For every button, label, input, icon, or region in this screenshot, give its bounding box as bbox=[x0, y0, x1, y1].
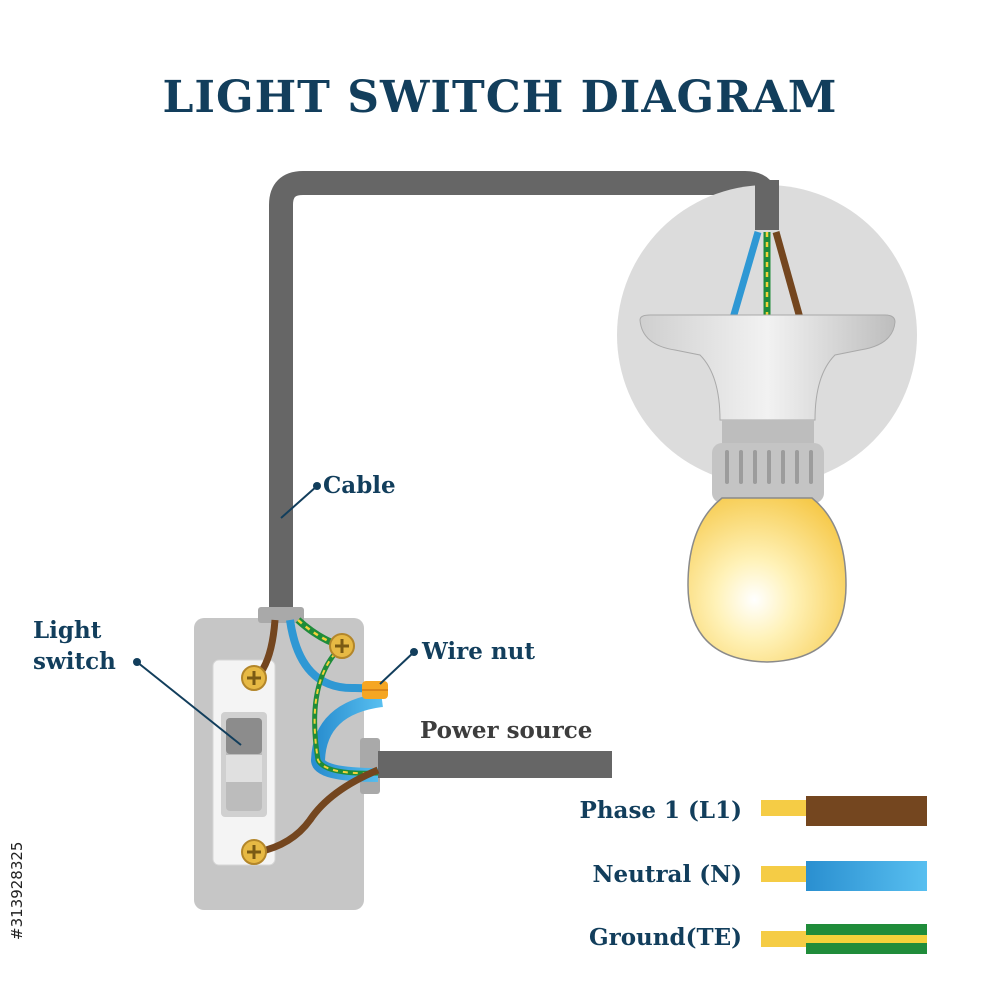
power-source-label: Power source bbox=[420, 717, 593, 744]
bulb-base bbox=[712, 443, 824, 503]
green-yellow-wire-icon bbox=[761, 924, 927, 954]
brown-wire-icon bbox=[761, 796, 927, 826]
lamp-wires bbox=[729, 231, 804, 319]
wire-nut bbox=[362, 681, 388, 699]
stock-id: #313928325 bbox=[8, 841, 26, 940]
wire-nut-label: Wire nut bbox=[422, 638, 535, 665]
legend-ground-label: Ground(TE) bbox=[588, 924, 742, 951]
leader-lines bbox=[133, 482, 418, 746]
legend-neutral-label: Neutral (N) bbox=[592, 861, 742, 888]
cable-label: Cable bbox=[323, 472, 396, 499]
cable-end-lamp bbox=[755, 180, 779, 230]
light-switch-label-line2: switch bbox=[33, 648, 116, 675]
blue-wire-icon bbox=[761, 861, 927, 891]
screw-terminal-bottom bbox=[241, 839, 267, 865]
light-switch-label-line1: Light bbox=[33, 617, 102, 644]
power-source-cable bbox=[378, 751, 612, 778]
legend-phase-label: Phase 1 (L1) bbox=[579, 797, 742, 824]
page-title: LIGHT SWITCH DIAGRAM bbox=[162, 72, 838, 123]
light-switch-toggle[interactable] bbox=[226, 718, 262, 811]
screw-terminal-top bbox=[241, 665, 267, 691]
lamp-socket bbox=[639, 314, 896, 445]
screw-terminal-ground bbox=[329, 633, 355, 659]
light-bulb bbox=[687, 497, 847, 663]
